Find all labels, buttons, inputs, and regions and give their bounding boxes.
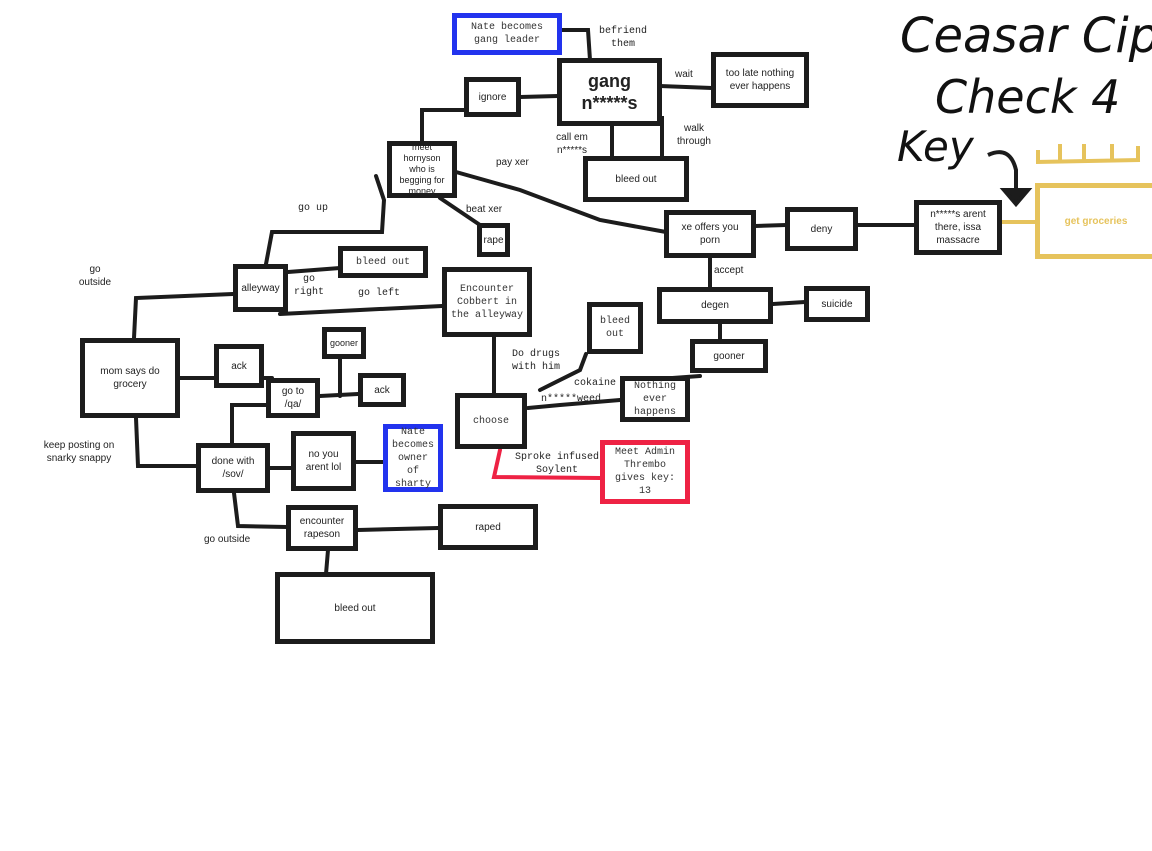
handwritten-title-line3: Key: [897, 122, 974, 171]
edge: [286, 266, 342, 274]
node-ack-1: ack: [214, 344, 264, 388]
label-pay-xer: pay xer: [496, 157, 529, 168]
label-go-right: go right: [293, 274, 324, 298]
edge: [538, 352, 588, 392]
node-meet-thrembo: Meet Admin Thrembo gives key: 13: [600, 440, 690, 504]
node-mom-grocery: mom says do grocery: [80, 338, 180, 418]
label-beat-xer: beat xer: [466, 204, 503, 215]
node-gooner-right: gooner: [690, 339, 768, 373]
node-no-you-arent: no you arent lol: [291, 431, 356, 491]
node-xe-offers-porn: xe offers you porn: [664, 210, 756, 258]
edge: [264, 174, 387, 266]
node-bleed-out-alley: bleed out: [338, 246, 428, 278]
edge: [518, 94, 560, 99]
label-keep-posting: keep posting on snarky snappy: [43, 440, 115, 464]
node-bleed-out-drugs: bleed out: [587, 302, 643, 354]
label-accept: accept: [714, 265, 744, 276]
node-suicide: suicide: [804, 286, 870, 322]
edge: [526, 398, 622, 410]
node-alleyway: alleyway: [233, 264, 288, 312]
handwritten-title-line1: Ceasar Ciph: [900, 8, 1152, 64]
node-ignore: ignore: [464, 77, 521, 117]
handwritten-title-line2: Check 4: [935, 70, 1121, 124]
label-go-outside-top: go outside: [78, 264, 112, 288]
label-walk-through: walk through: [677, 123, 711, 147]
node-degen: degen: [657, 287, 773, 324]
node-done-with-sov: done with /sov/: [196, 443, 270, 493]
node-encounter-rapeson: encounter rapeson: [286, 505, 358, 551]
node-encounter-cobbert: Encounter Cobbert in the alleyway: [442, 267, 532, 337]
node-ack-2: ack: [358, 373, 406, 407]
node-nothing-happens: Nothing ever happens: [620, 376, 690, 422]
arrow-down-icon: [987, 144, 1141, 208]
node-rape: rape: [477, 223, 510, 257]
edge: [753, 223, 788, 228]
node-gooner-mid: gooner: [322, 327, 366, 359]
label-go-outside-bottom: go outside: [204, 534, 251, 545]
node-bleed-out-gang: bleed out: [583, 156, 689, 202]
edge: [134, 416, 198, 468]
edge: [658, 84, 714, 90]
node-get-groceries: get groceries: [1035, 183, 1152, 259]
node-massacre: n*****s arent there, issa massacre: [914, 200, 1002, 255]
edge: [356, 526, 440, 532]
label-sproke-soylent: Sproke infused Soylent: [514, 452, 599, 476]
edge: [132, 292, 235, 340]
edge: [420, 108, 467, 143]
label-befriend-them: befriend them: [598, 26, 647, 50]
label-do-drugs: Do drugs with him: [511, 349, 560, 373]
edge: [278, 304, 444, 316]
label-wait: wait: [675, 69, 693, 80]
node-deny: deny: [785, 207, 858, 251]
node-gang: gang n*****s: [557, 58, 662, 126]
edge: [491, 448, 602, 480]
label-go-left: go left: [358, 288, 401, 299]
node-choose: choose: [455, 393, 527, 449]
edge: [230, 403, 270, 445]
edge: [438, 196, 482, 227]
node-nate-sharty: Nate becomes owner of sharty: [383, 424, 443, 492]
edge: [454, 170, 668, 234]
label-cokaine: cokaine: [574, 378, 617, 389]
edge: [324, 548, 330, 576]
edge: [558, 28, 592, 62]
node-bleed-out-bottom: bleed out: [275, 572, 435, 644]
edge: [232, 491, 289, 529]
node-go-to-qa: go to /qa/: [266, 378, 320, 418]
label-call-em: call em n*****s: [556, 132, 588, 156]
node-meet-hornyson: meet hornyson who is begging for money: [387, 141, 457, 198]
node-raped: raped: [438, 504, 538, 550]
node-too-late: too late nothing ever happens: [711, 52, 809, 108]
label-weed: n*****weed: [541, 394, 602, 405]
label-go-up: go up: [298, 203, 329, 214]
edge: [771, 300, 807, 306]
node-nate-gang-leader: Nate becomes gang leader: [452, 13, 562, 55]
